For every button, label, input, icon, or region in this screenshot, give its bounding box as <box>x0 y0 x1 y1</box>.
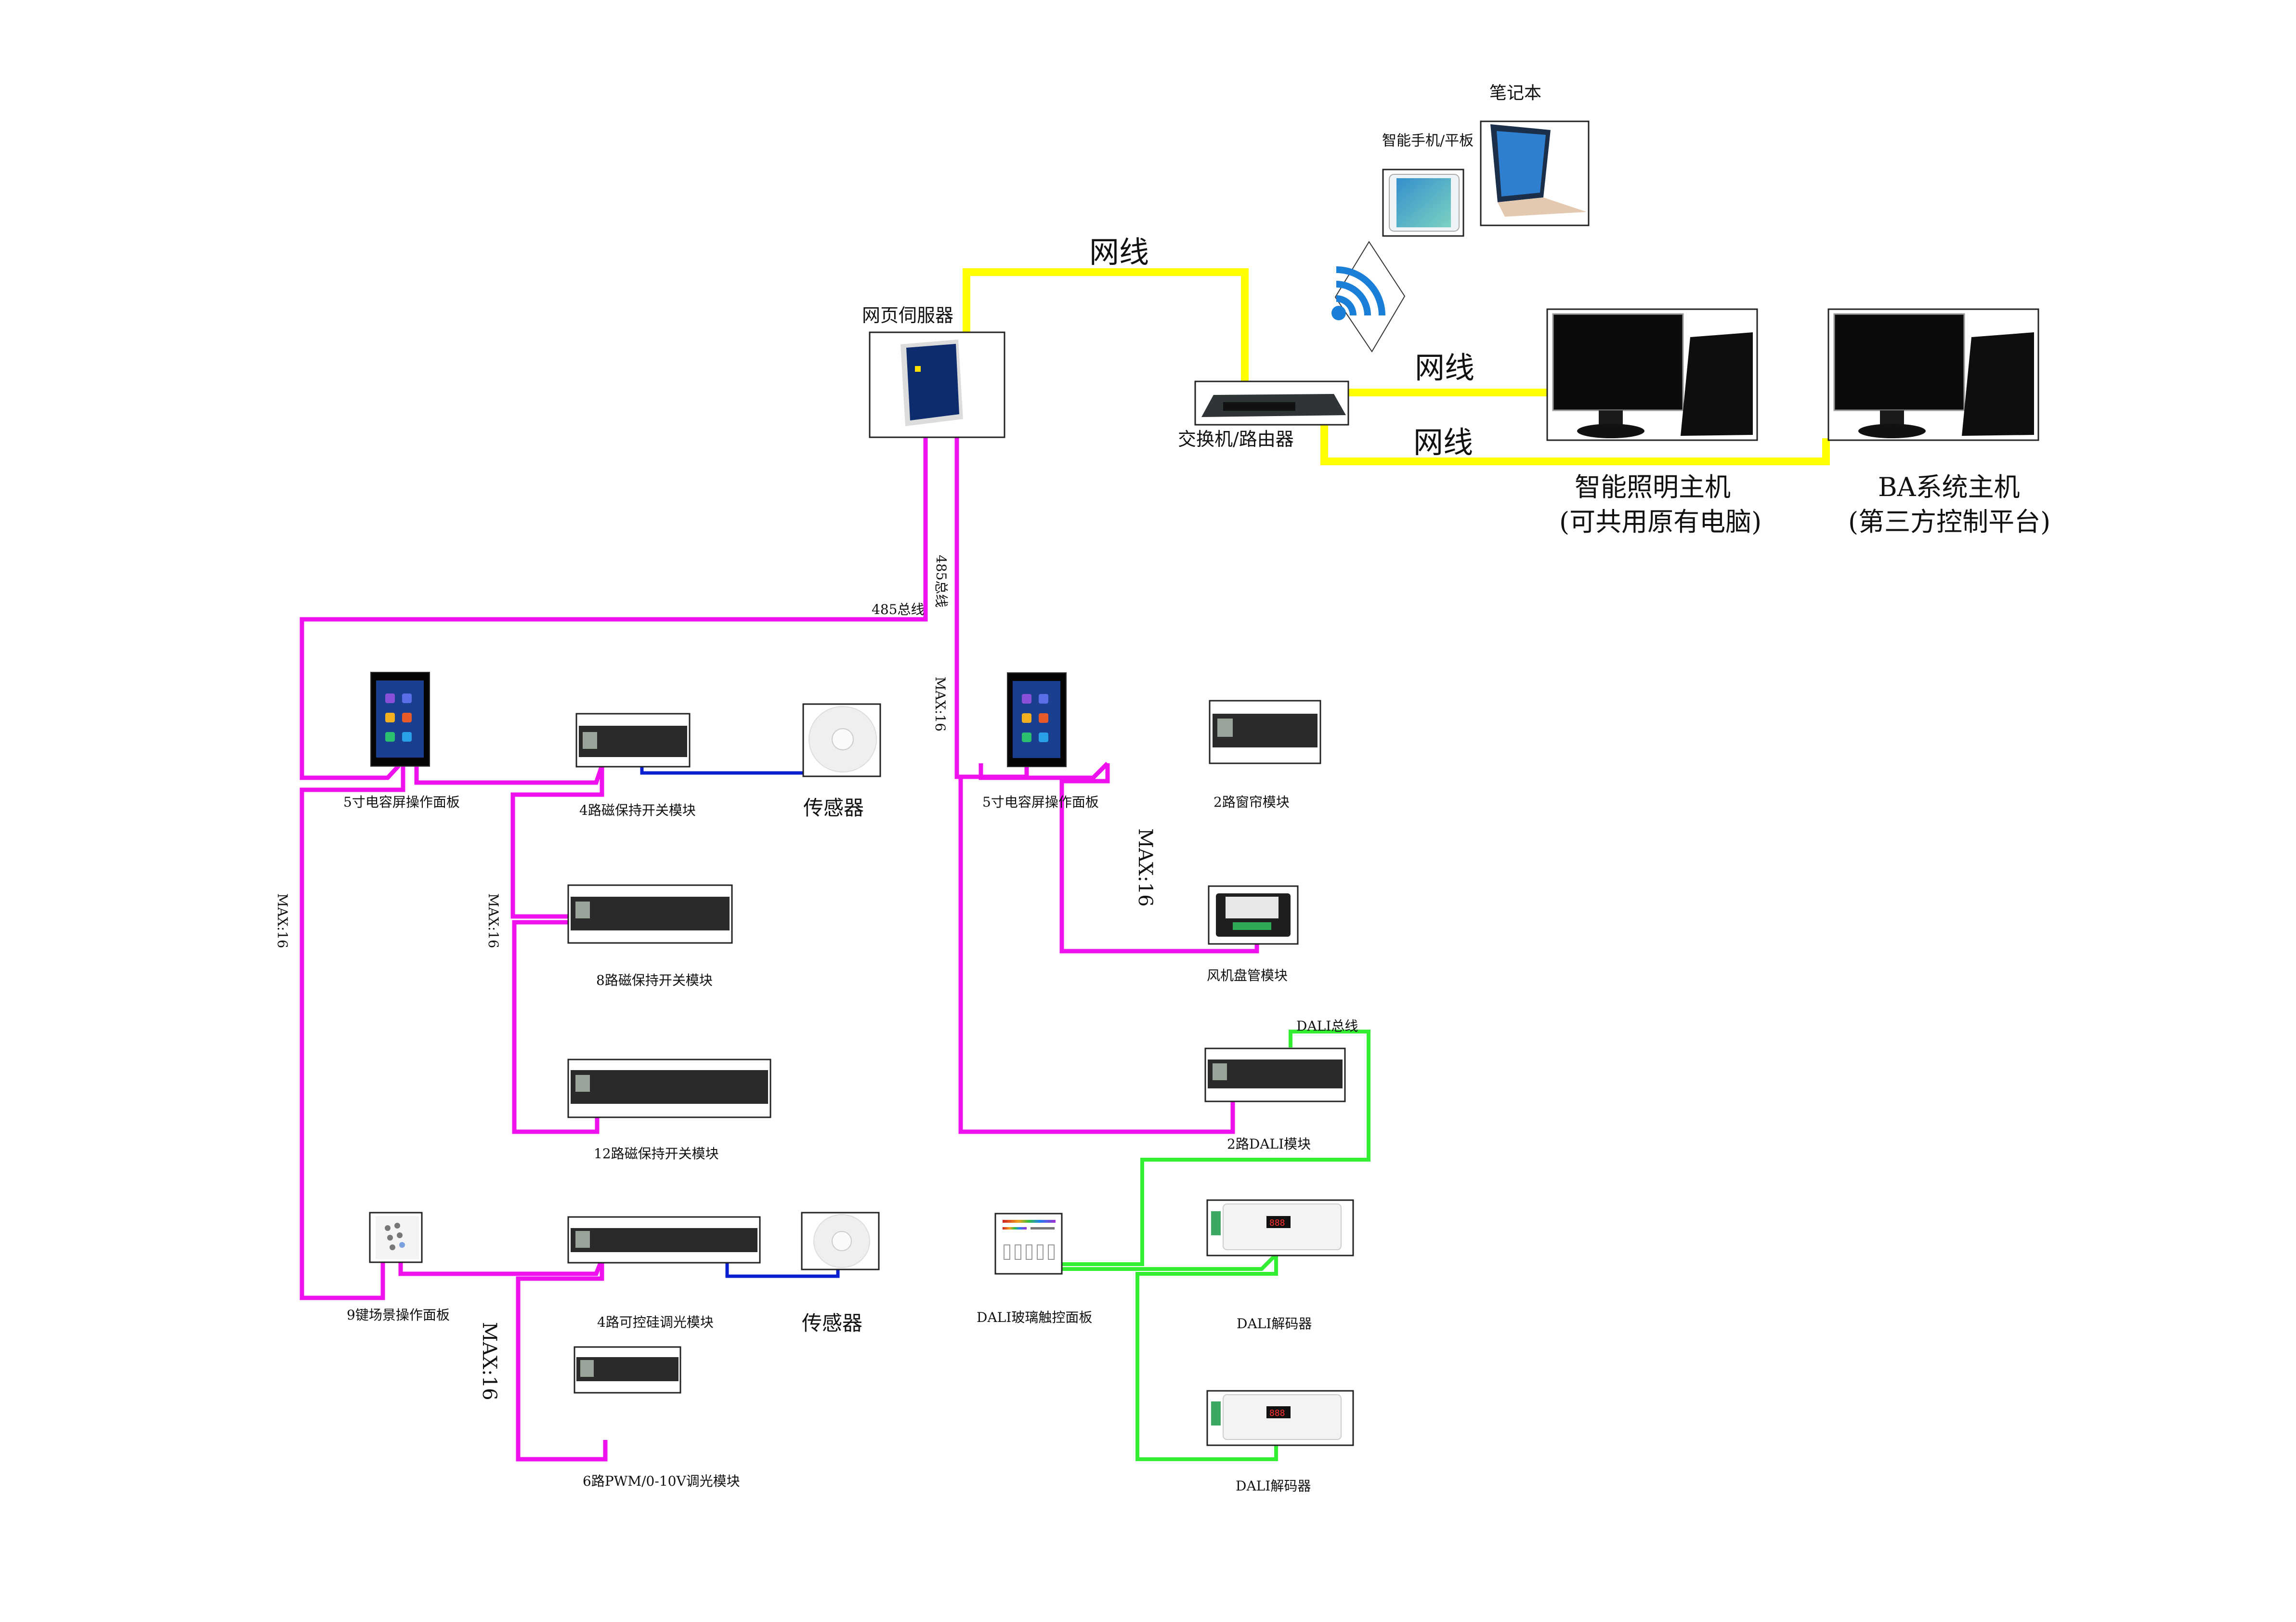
rs485-wire-server-left <box>300 436 928 780</box>
dali-wire-panel-decoder1 <box>1029 1253 1278 1271</box>
dimmer-module-6ch-pwm[interactable] <box>574 1346 681 1394</box>
rs485-wire-dimmer4-pwm6 <box>516 1259 608 1462</box>
dali-decoder-1[interactable]: 888 <box>1206 1199 1354 1256</box>
rs485-wire-left-trunk <box>300 766 405 1300</box>
max-label-left-branch: MAX:16 <box>485 893 501 948</box>
ethernet-wires <box>963 268 1830 465</box>
laptop-label: 笔记本 <box>1489 83 1541 103</box>
lighting-host-pc[interactable] <box>1546 308 1758 441</box>
rs485-wire-scene-dimmer4 <box>398 1258 604 1276</box>
ethernet-label-2: 网线 <box>1415 350 1474 385</box>
touch-panel-left[interactable] <box>370 672 430 767</box>
ethernet-wire-switch-ba <box>1320 424 1830 465</box>
scene-panel-9key[interactable] <box>369 1212 423 1263</box>
relay-module-8ch[interactable] <box>567 884 733 944</box>
relay-module-12ch-label: 12路磁保持开关模块 <box>594 1146 719 1162</box>
max-label-left-trunk: MAX:16 <box>274 893 290 948</box>
relay-module-4ch[interactable] <box>575 713 691 768</box>
sensor-wires <box>640 756 840 1278</box>
dali-decoder-1-label: DALI解码器 <box>1237 1316 1312 1332</box>
touch-panel-right[interactable] <box>1007 672 1067 767</box>
switch-label: 交换机/路由器 <box>1178 429 1294 450</box>
touch-panel-left-label: 5寸电容屏操作面板 <box>343 794 460 810</box>
rs485-wire-panel-relay4 <box>414 765 604 785</box>
switch-device[interactable] <box>1194 380 1349 426</box>
max-label-main-right: MAX:16 <box>932 677 948 732</box>
sensor-2-device[interactable] <box>801 1212 880 1270</box>
fan-coil-module[interactable] <box>1208 885 1299 945</box>
touch-panel-right-label: 5寸电容屏操作面板 <box>982 794 1099 810</box>
rs485-wire-panel-curtain <box>978 761 1109 780</box>
tablet-device[interactable] <box>1382 169 1464 237</box>
sensor-2-label: 传感器 <box>802 1311 862 1335</box>
host2-label-line1: BA系统主机 <box>1878 472 2020 502</box>
dali-module-2ch[interactable] <box>1204 1047 1346 1102</box>
ethernet-label-3: 网线 <box>1413 425 1473 460</box>
dimmer-module-4ch[interactable] <box>567 1216 761 1264</box>
dimmer-module-6ch-pwm-label: 6路PWM/0-10V调光模块 <box>583 1473 740 1489</box>
max-label-right-branch: MAX:16 <box>1134 828 1156 907</box>
dali-decoder-2-label: DALI解码器 <box>1236 1478 1311 1494</box>
rs485-label-vertical: 485总线 <box>933 555 949 607</box>
dimmer-module-4ch-label: 4路可控硅调光模块 <box>597 1314 714 1330</box>
curtain-module-2ch[interactable] <box>1209 700 1321 764</box>
ba-host-pc[interactable] <box>1827 308 2039 441</box>
ethernet-wire-server-switch <box>963 268 1249 383</box>
wifi-icon <box>1331 241 1406 353</box>
sensor-1-device[interactable] <box>802 703 881 777</box>
sensor-wire-2 <box>725 1257 840 1278</box>
dali-glass-panel-label: DALI玻璃触控面板 <box>977 1309 1092 1325</box>
dali-wire-decoder1-decoder2 <box>1135 1255 1278 1461</box>
host2-label-line2: (第三方控制平台) <box>1848 507 2050 537</box>
curtain-module-2ch-label: 2路窗帘模块 <box>1213 794 1290 810</box>
rs485-wires <box>300 436 1259 1462</box>
svg-text:888: 888 <box>1269 1408 1285 1418</box>
dali-decoder-2[interactable]: 888 <box>1206 1390 1354 1446</box>
rs485-label-horizontal: 485总线 <box>872 602 924 617</box>
svg-text:888: 888 <box>1269 1218 1285 1228</box>
web-server-label: 网页伺服器 <box>862 305 953 326</box>
dali-module-2ch-label: 2路DALI模块 <box>1227 1136 1311 1152</box>
laptop-device[interactable] <box>1480 120 1590 226</box>
rs485-wire-right-trunk <box>958 777 1235 1134</box>
fan-coil-module-label: 风机盘管模块 <box>1207 968 1288 983</box>
scene-panel-9key-label: 9键场景操作面板 <box>347 1307 450 1323</box>
host1-label-line2: (可共用原有电脑) <box>1559 507 1761 537</box>
dali-glass-panel[interactable] <box>994 1213 1063 1275</box>
host1-label-line1: 智能照明主机 <box>1575 472 1731 502</box>
tablet-label: 智能手机/平板 <box>1382 132 1474 149</box>
max-label-bottom-left: MAX:16 <box>478 1322 500 1400</box>
web-server-device[interactable] <box>869 331 1005 438</box>
dali-bus-label: DALI总线 <box>1296 1018 1358 1034</box>
rs485-wire-curtain-fancoil <box>1059 763 1259 954</box>
sensor-1-label: 传感器 <box>803 796 864 820</box>
relay-module-12ch[interactable] <box>567 1059 771 1118</box>
ethernet-label-1: 网线 <box>1089 235 1149 270</box>
relay-module-8ch-label: 8路磁保持开关模块 <box>596 972 713 988</box>
relay-module-4ch-label: 4路磁保持开关模块 <box>579 802 696 818</box>
